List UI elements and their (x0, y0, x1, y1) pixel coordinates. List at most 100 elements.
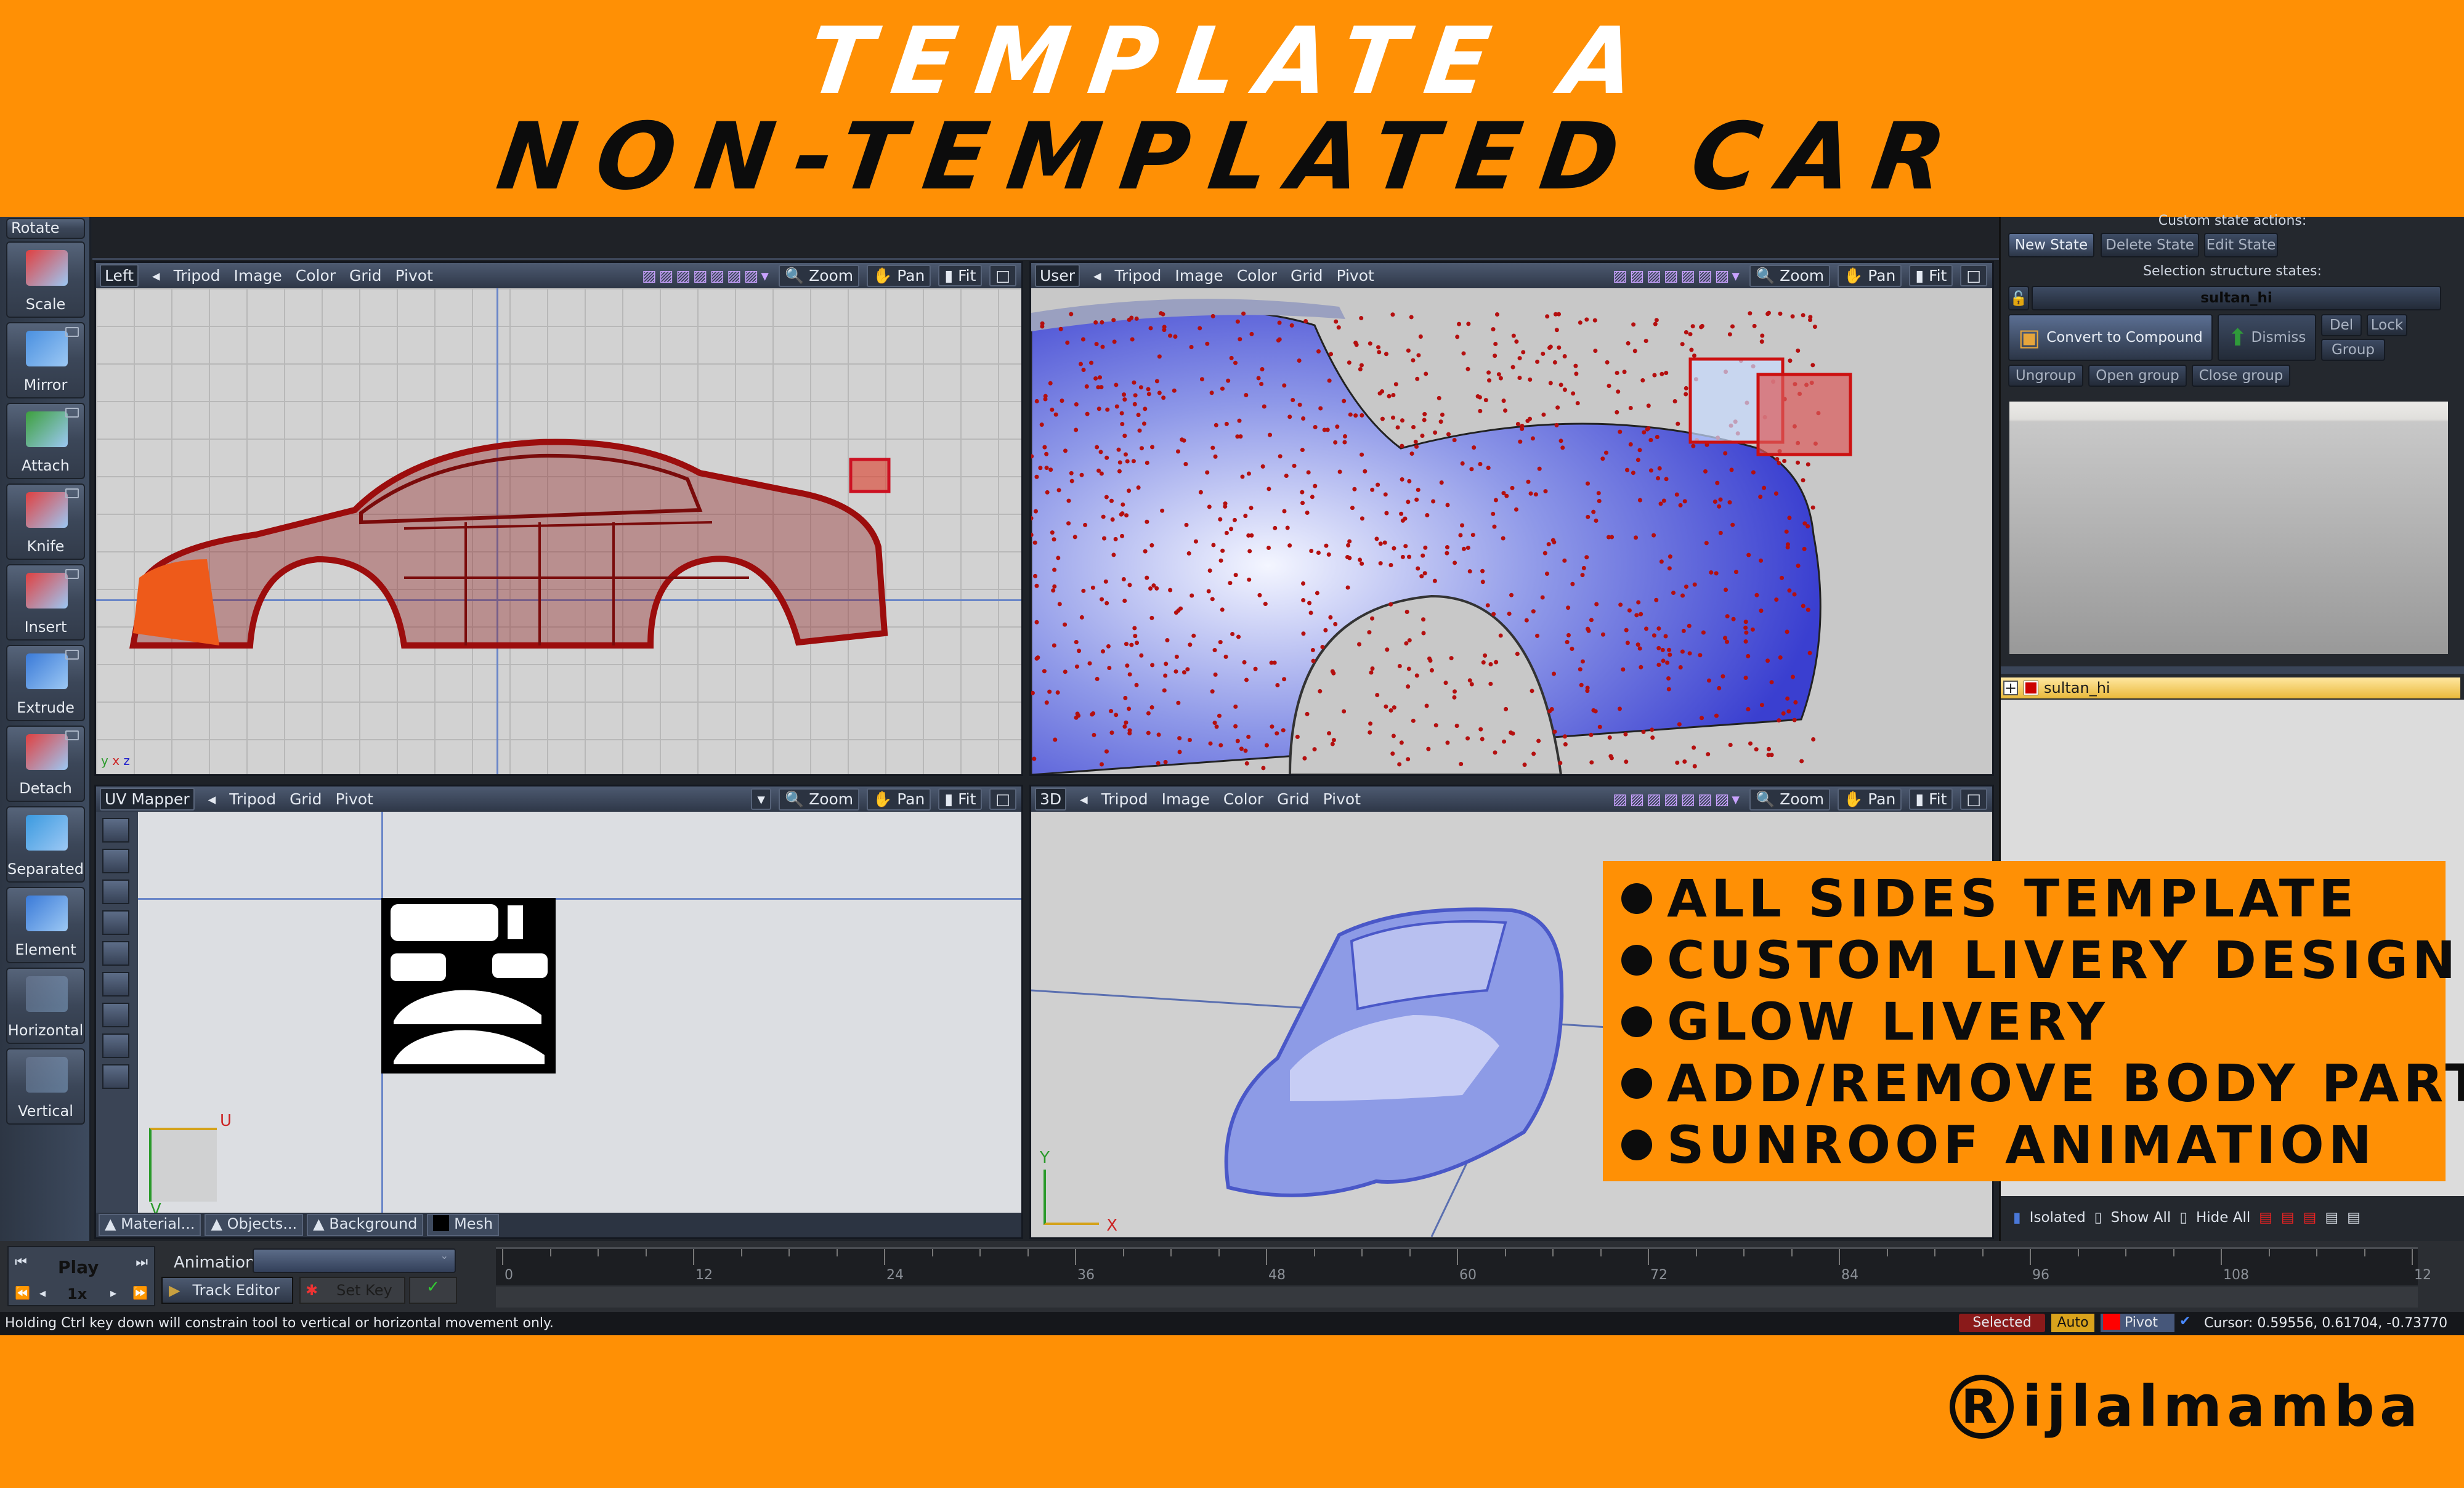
speed-up-button[interactable]: ▸ (110, 1285, 117, 1300)
uv-tool-icon[interactable] (102, 879, 129, 904)
auto-button[interactable]: Auto (2051, 1314, 2094, 1332)
selected-state-field[interactable]: sultan_hi (2032, 286, 2441, 310)
isolated-icon[interactable]: ▮ (2013, 1210, 2021, 1226)
hide-all-icon[interactable]: ▯ (2179, 1210, 2187, 1226)
tab-material[interactable]: ▲ Material... (99, 1214, 201, 1236)
options-corner-icon[interactable] (65, 569, 79, 579)
menu-color[interactable]: Color (295, 267, 336, 285)
pivot-button[interactable]: Pivot (2101, 1314, 2174, 1332)
menu-pivot[interactable]: Pivot (1336, 267, 1374, 285)
menu-grid[interactable]: Grid (1277, 790, 1310, 808)
menu-grid[interactable]: Grid (1290, 267, 1323, 285)
hide-all-button[interactable]: Hide All (2196, 1210, 2251, 1226)
menu-pivot[interactable]: Pivot (395, 267, 433, 285)
speed-down-button[interactable]: ◂ (39, 1285, 46, 1300)
lock-toggle-icon[interactable]: 🔓 (2008, 286, 2029, 310)
expand-icon[interactable]: + (2003, 679, 2018, 697)
tool-rotate[interactable]: Rotate (6, 218, 85, 239)
uv-tool-icon[interactable] (102, 972, 129, 997)
isolated-button[interactable]: Isolated (2029, 1210, 2086, 1226)
viewport-user-canvas[interactable] (1031, 288, 1992, 774)
tab-objects[interactable]: ▲ Objects... (205, 1214, 304, 1236)
zoom-button[interactable]: 🔍 Zoom (778, 788, 860, 811)
lock-button[interactable]: Lock (2367, 314, 2407, 336)
menu-tripod[interactable]: Tripod (1101, 790, 1148, 808)
move-down-icon[interactable]: ▤ (2281, 1210, 2295, 1226)
tool-mirror[interactable]: Mirror (6, 322, 85, 398)
move-parent-icon[interactable]: ▤ (2303, 1210, 2317, 1226)
viewport-name[interactable]: UV Mapper (100, 788, 195, 811)
viewport-user[interactable]: User ◂ Tripod Image Color Grid Pivot ▨▨▨… (1029, 261, 1994, 776)
maximize-button[interactable]: □ (1960, 265, 1987, 286)
timeline-track[interactable] (496, 1287, 2418, 1308)
render-mode-icons[interactable]: ▨▨▨▨▨▨▨▾ (1613, 267, 1742, 285)
go-start-button[interactable]: ⏮ (15, 1255, 27, 1270)
state-list-box[interactable] (2009, 402, 2448, 654)
pan-button[interactable]: ✋ Pan (1838, 788, 1902, 811)
viewport-uv-mapper[interactable]: UV Mapper ◂ Tripod Grid Pivot ▾ 🔍 Zoom ✋… (94, 785, 1023, 1239)
menu-pivot[interactable]: Pivot (1323, 790, 1361, 808)
move-up-icon[interactable]: ▤ (2259, 1210, 2272, 1226)
viewport-left[interactable]: Left ◂ Tripod Image Color Grid Pivot ▨▨▨… (94, 261, 1023, 776)
uv-canvas[interactable]: U V (138, 812, 1021, 1213)
menu-grid[interactable]: Grid (290, 790, 322, 808)
show-all-button[interactable]: Show All (2110, 1210, 2171, 1226)
pan-button[interactable]: ✋ Pan (1838, 264, 1902, 287)
pan-button[interactable]: ✋ Pan (867, 788, 931, 811)
render-mode-icons[interactable]: ▨▨▨▨▨▨▨▾ (642, 267, 771, 285)
tab-mesh[interactable]: Mesh (427, 1214, 500, 1236)
tool-knife[interactable]: Knife (6, 483, 85, 560)
tab-background[interactable]: ▲ Background (307, 1214, 424, 1236)
menu-color[interactable]: Color (1236, 267, 1277, 285)
fast-forward-button[interactable]: ⏩ (132, 1285, 148, 1300)
uv-tool-icon[interactable] (102, 1064, 129, 1089)
chevron-left-icon[interactable]: ◂ (208, 790, 216, 808)
menu-image[interactable]: Image (233, 267, 282, 285)
tool-detach[interactable]: Detach (6, 726, 85, 802)
viewport-3d-canvas[interactable]: Y X (1031, 812, 1992, 1237)
key-options-button[interactable]: ✓ (409, 1277, 457, 1304)
new-state-button[interactable]: New State (2008, 233, 2094, 257)
chevron-left-icon[interactable]: ◂ (152, 267, 160, 285)
menu-tripod[interactable]: Tripod (229, 790, 277, 808)
tool-horizontal[interactable]: Horizontal (6, 968, 85, 1044)
uv-tool-icon[interactable] (102, 1003, 129, 1027)
ungroup-button[interactable]: Ungroup (2008, 365, 2083, 387)
zoom-button[interactable]: 🔍 Zoom (1749, 788, 1831, 811)
options-corner-icon[interactable] (65, 730, 79, 740)
go-end-button[interactable]: ⏭ (136, 1255, 148, 1270)
selected-button[interactable]: Selected (1959, 1314, 2045, 1332)
menu-grid[interactable]: Grid (349, 267, 382, 285)
uv-tool-icon[interactable] (102, 818, 129, 843)
tool-extrude[interactable]: Extrude (6, 645, 85, 721)
tool-scale[interactable]: Scale (6, 241, 85, 318)
tool-attach[interactable]: Attach (6, 403, 85, 479)
animation-dropdown[interactable]: ⌄ (253, 1248, 456, 1273)
viewport-name[interactable]: 3D (1035, 788, 1067, 811)
viewport-name[interactable]: User (1035, 264, 1080, 287)
open-group-button[interactable]: Open group (2088, 365, 2187, 387)
zoom-button[interactable]: 🔍 Zoom (778, 264, 860, 287)
tool-element[interactable]: Element (6, 887, 85, 963)
uv-tool-icon[interactable] (102, 910, 129, 935)
options-corner-icon[interactable] (65, 650, 79, 660)
close-group-button[interactable]: Close group (2192, 365, 2290, 387)
snap-check-icon[interactable]: ✔ (2179, 1314, 2191, 1329)
options-corner-icon[interactable] (65, 408, 79, 418)
fit-button[interactable]: ▮ Fit (938, 788, 983, 810)
tree-row-selected[interactable]: + sultan_hi (2001, 677, 2460, 698)
set-key-button[interactable]: ✱Set Key (299, 1277, 405, 1304)
track-editor-button[interactable]: ▶Track Editor (161, 1277, 293, 1304)
viewport-name[interactable]: Left (100, 264, 139, 287)
edit-state-button[interactable]: Edit State (2204, 233, 2278, 257)
chevron-left-icon[interactable]: ◂ (1093, 267, 1101, 285)
play-button[interactable]: Play (58, 1257, 99, 1277)
collapse-all-icon[interactable]: ▤ (2347, 1210, 2361, 1226)
menu-image[interactable]: Image (1175, 267, 1223, 285)
menu-tripod[interactable]: Tripod (173, 267, 221, 285)
fit-button[interactable]: ▮ Fit (1909, 265, 1953, 286)
pan-button[interactable]: ✋ Pan (867, 264, 931, 287)
uv-tool-icon[interactable] (102, 849, 129, 873)
convert-to-compound-button[interactable]: ▣ Convert to Compound (2008, 314, 2213, 361)
